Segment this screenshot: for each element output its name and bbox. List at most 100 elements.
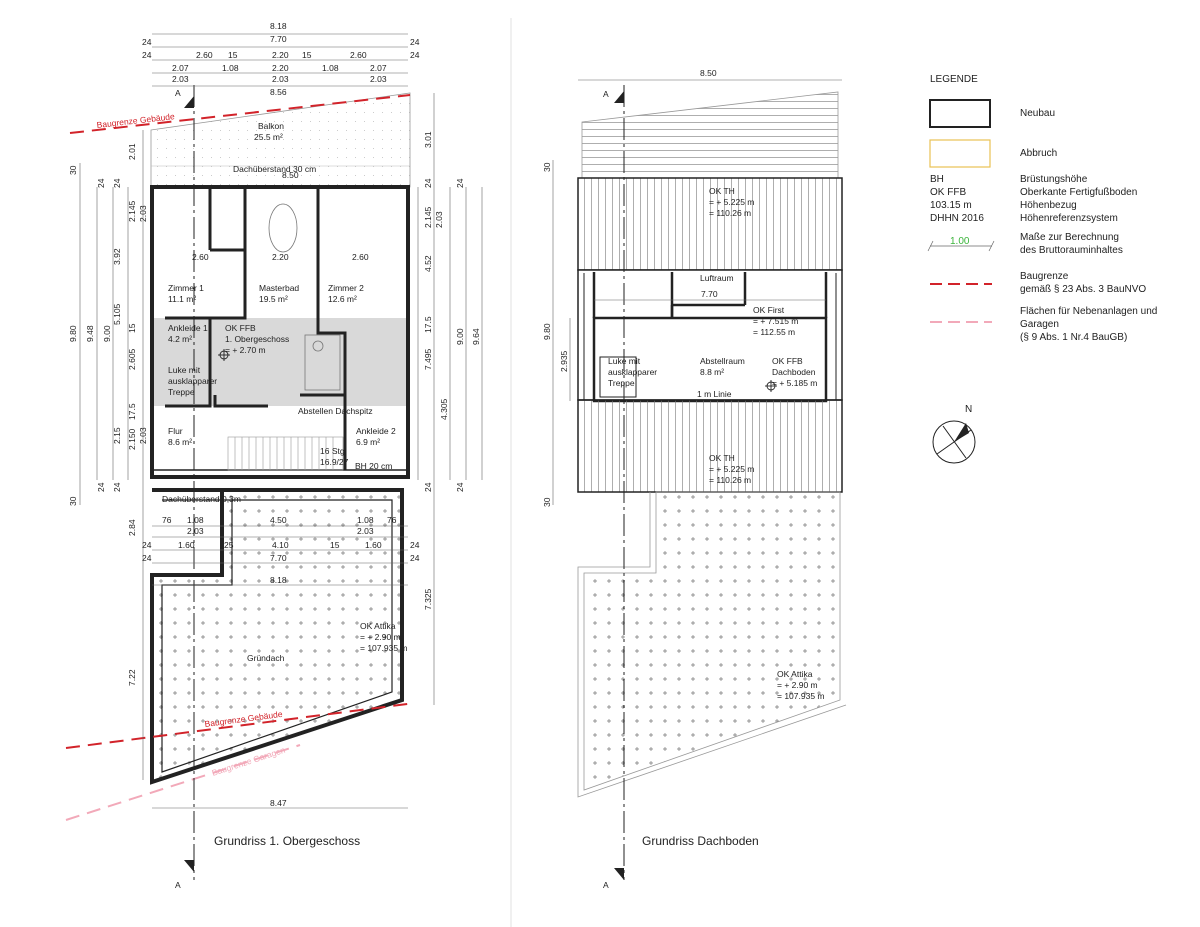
dim-text: 7.70	[270, 553, 287, 563]
luke-label-3: Treppe	[168, 387, 195, 397]
luke-dachboden-3: Treppe	[608, 378, 635, 388]
plan1-title: Grundriss 1. Obergeschoss	[214, 834, 360, 848]
room-ankleide2-area: 6.9 m²	[356, 437, 380, 447]
stairs	[227, 436, 344, 471]
bathtub	[268, 203, 298, 253]
baugrenze-top-line	[69, 94, 411, 134]
legend-bh-text: Brüstungshöhe	[1020, 174, 1088, 185]
dim-text: 9.80	[542, 323, 552, 340]
legend-ref-height-text: Höhenbezug	[1020, 200, 1077, 211]
plan-obergeschoss: A A 8.18 7.70 24 24 2.60 15 2.20 15 2.60…	[65, 21, 483, 890]
baugrenze-bottom-line	[65, 702, 416, 749]
room-abstellraum: Abstellraum	[700, 356, 745, 366]
legend-baugrenze-1: Baugrenze	[1020, 271, 1069, 282]
dim-text: 24	[455, 178, 465, 188]
room-zimmer2-area: 12.6 m²	[328, 294, 357, 304]
dim-text: 2.145	[127, 200, 137, 222]
okth-top-2: = + 5.225 m	[709, 197, 754, 207]
dim-text: 7.495	[423, 348, 433, 370]
legend-neben-3: (§ 9 Abs. 1 Nr.4 BauGB)	[1020, 332, 1127, 343]
dim-text: 17.5	[127, 403, 137, 420]
legend-okffb-abbr: OK FFB	[930, 187, 966, 198]
dim-text: 15	[127, 323, 137, 333]
dachueberstand-label: Dachüberstand 30 cm	[233, 164, 316, 174]
dim-text: 24	[423, 178, 433, 188]
attic-middle	[577, 269, 843, 401]
legend-bri-dim	[927, 240, 995, 252]
dim-text: 7.325	[423, 588, 433, 610]
luke-dachboden-1: Luke mit	[608, 356, 641, 366]
room-flur: Flur	[168, 426, 183, 436]
luke-dachboden-2: ausklapparer	[608, 367, 657, 377]
attika-label-1: OK Attika	[360, 621, 396, 631]
legend-abbruch: Abbruch	[1020, 148, 1057, 159]
dim-text: 15	[302, 50, 312, 60]
dim-text: 2.15	[112, 427, 122, 444]
dim-text: 30	[542, 497, 552, 507]
dim-text: 2.60	[196, 50, 213, 60]
okfirst-1: OK First	[753, 305, 785, 315]
dim-text: 15	[330, 540, 340, 550]
legend-neben-2: Garagen	[1020, 319, 1059, 330]
dim-text: 2.145	[423, 206, 433, 228]
legend-title: LEGENDE	[930, 74, 978, 85]
room-ankleide1-area: 4.2 m²	[168, 334, 192, 344]
legend-bri-value: 1.00	[950, 236, 970, 247]
dim-text: 8.18	[270, 575, 287, 585]
dims-top	[152, 33, 408, 87]
okth-bot-1: OK TH	[709, 453, 735, 463]
room-ankleide2: Ankleide 2	[356, 426, 396, 436]
dim-text: 24	[410, 37, 420, 47]
dim-text: 2.07	[172, 63, 189, 73]
dim-text: 3.92	[112, 248, 122, 265]
okffb-height: = + 2.70 m	[225, 345, 266, 355]
dim-text: 9.48	[85, 325, 95, 342]
house-outer-wall	[150, 185, 410, 479]
roof-pane-lower	[577, 399, 843, 493]
dim-text: 2.935	[559, 350, 569, 372]
wall-masterbad	[300, 187, 347, 397]
room-masterbad-area: 19.5 m²	[259, 294, 288, 304]
dim-text: 2.20	[272, 50, 289, 60]
room-balkon: Balkon	[258, 121, 284, 131]
linie-label: 1 m Linie	[697, 389, 732, 399]
dim-text: 2.03	[272, 74, 289, 84]
legend-dhhn-text: Höhenreferenzsystem	[1020, 213, 1118, 224]
okffb-dachboden-1: OK FFB	[772, 356, 803, 366]
dim-text: 2.03	[370, 74, 387, 84]
section-marker-bottom: A	[175, 880, 181, 890]
okth-bot-3: = 110.26 m	[709, 475, 751, 485]
dim-text: 5.105	[112, 303, 122, 325]
dim-text: 1.08	[357, 515, 374, 525]
room-balkon-area: 25.5 m²	[254, 132, 283, 142]
dim-text: 2.01	[127, 143, 137, 160]
roof-pane-upper	[577, 177, 843, 271]
luke-label-2: ausklapparer	[168, 376, 217, 386]
okffb-dachboden-2: Dachboden	[772, 367, 816, 377]
dim-text: 2.20	[272, 252, 289, 262]
dim-text: 4.10	[272, 540, 289, 550]
dim-text: 7.22	[127, 669, 137, 686]
attika-dachboden-1: OK Attika	[777, 669, 813, 679]
dim-text: 9.00	[455, 328, 465, 345]
dim-text: 2.605	[127, 348, 137, 370]
dim-text: 2.60	[352, 252, 369, 262]
dim-text: 2.03	[357, 526, 374, 536]
legend-bri-text-2: des Bruttorauminhaltes	[1020, 245, 1123, 256]
dim-text: 24	[455, 482, 465, 492]
dim-text: 7.70	[701, 289, 718, 299]
hatch-symbol	[218, 349, 230, 361]
garage-roof	[583, 491, 841, 791]
okfirst-2: = + 7.515 m	[753, 316, 798, 326]
abstellen-label: Abstellen Dachspitz	[298, 406, 373, 416]
legend-neben-1: Flächen für Nebenanlagen und	[1020, 306, 1157, 317]
legend-neubau: Neubau	[1020, 108, 1055, 119]
dim-text: 2.60	[192, 252, 209, 262]
room-zimmer1: Zimmer 1	[168, 283, 204, 293]
dim-text: 24	[142, 540, 152, 550]
dim-text: 2.03	[172, 74, 189, 84]
room-ankleide1: Ankleide 1	[168, 323, 208, 333]
okth-top-1: OK TH	[709, 186, 735, 196]
dim-text: 2.07	[370, 63, 387, 73]
dim-text: 3.01	[423, 131, 433, 148]
